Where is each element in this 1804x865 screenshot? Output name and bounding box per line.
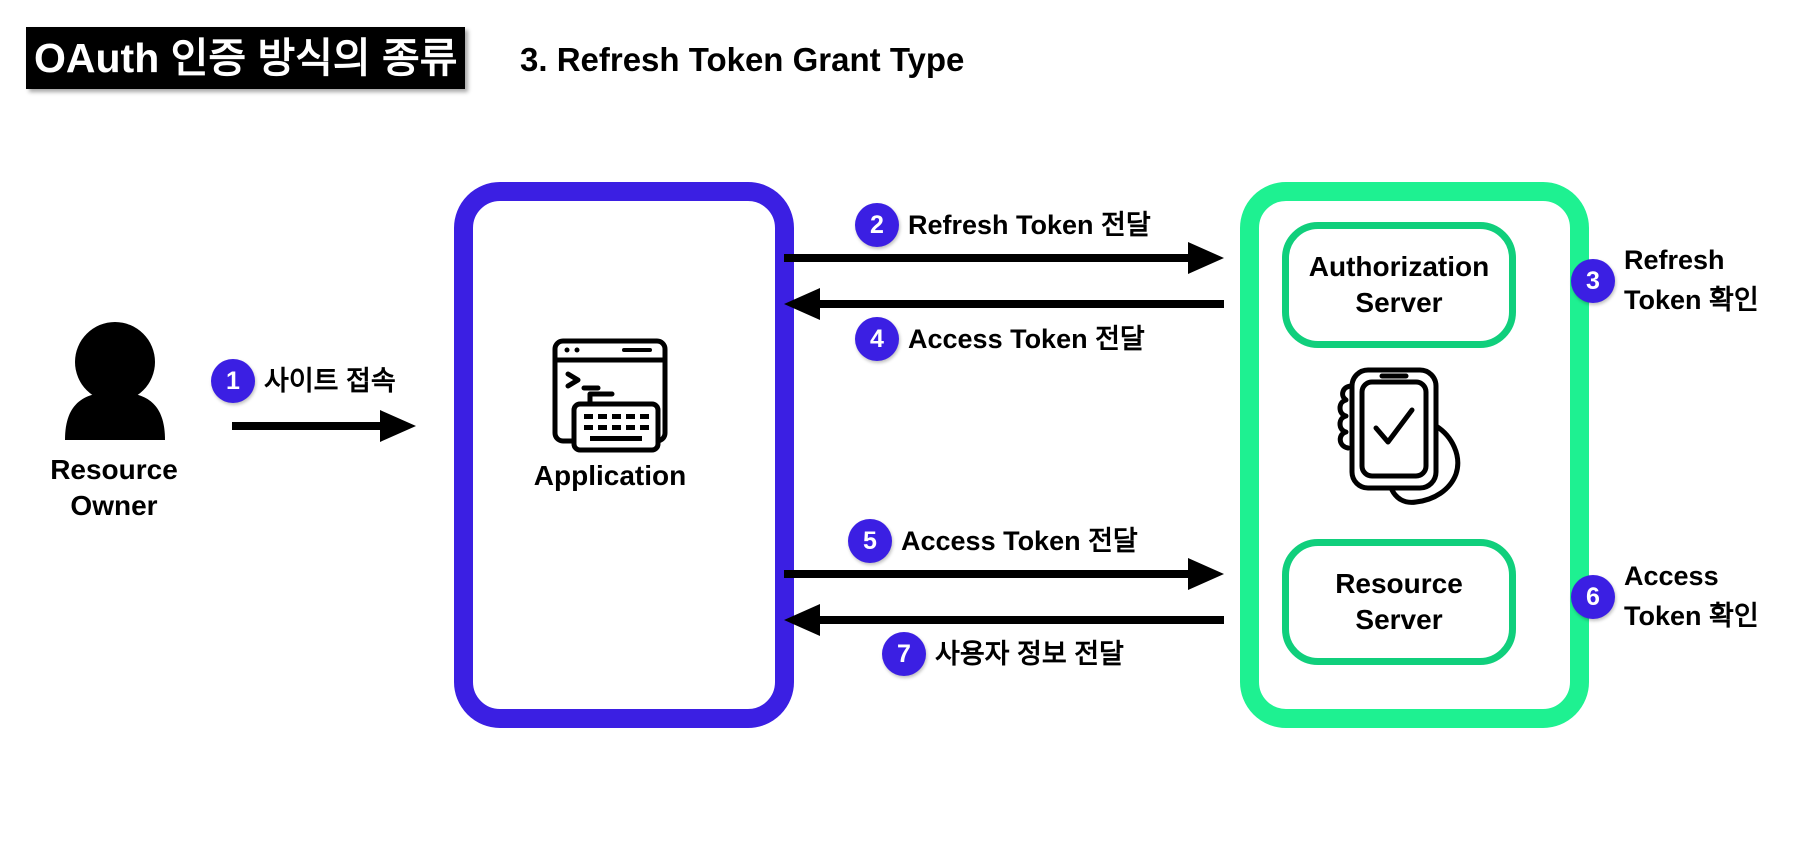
- resource-owner-label-line2: Owner: [70, 490, 158, 521]
- step-3-label-line2: Token 확인: [1624, 285, 1759, 315]
- step-3-label-line1: Refresh: [1624, 245, 1725, 275]
- arrow-right-icon: [784, 558, 1224, 590]
- step-3-label: Refresh Token 확인: [1624, 240, 1759, 320]
- resource-server-box: Resource Server: [1282, 539, 1516, 665]
- step-2-badge: 2: [855, 203, 899, 247]
- application-label: Application: [533, 460, 687, 491]
- resource-owner-label-line1: Resource: [50, 454, 178, 485]
- arrow-right-icon: [232, 410, 416, 442]
- step-1-label: 사이트 접속: [264, 366, 396, 396]
- authorization-server-label-line1: Authorization: [1308, 251, 1490, 282]
- arrow-left-icon: [784, 604, 1224, 636]
- step-5-badge: 5: [848, 519, 892, 563]
- resource-owner-label: Resource Owner: [24, 452, 204, 524]
- resource-server-label-line2: Server: [1355, 604, 1443, 635]
- step-6-label-line2: Token 확인: [1624, 601, 1759, 631]
- application-box: [454, 182, 794, 728]
- phone-check-icon: [1337, 367, 1461, 505]
- arrow-right-icon: [784, 242, 1224, 274]
- arrow-left-icon: [784, 288, 1224, 320]
- page-subtitle: 3. Refresh Token Grant Type: [520, 41, 965, 78]
- step-4-label: Access Token 전달: [908, 324, 1145, 354]
- authorization-server-box: Authorization Server: [1282, 222, 1516, 348]
- authorization-server-label-line2: Server: [1355, 287, 1443, 318]
- step-1-badge: 1: [211, 359, 255, 403]
- step-2-label: Refresh Token 전달: [908, 210, 1151, 240]
- terminal-keyboard-icon: [552, 338, 668, 453]
- page-title: OAuth 인증 방식의 종류: [26, 27, 466, 89]
- step-3-badge: 3: [1571, 259, 1615, 303]
- user-icon: [65, 322, 165, 440]
- step-6-label: Access Token 확인: [1624, 556, 1759, 636]
- step-6-label-line1: Access: [1624, 561, 1719, 591]
- step-7-badge: 7: [882, 632, 926, 676]
- resource-server-label-line1: Resource: [1335, 568, 1463, 599]
- step-7-label: 사용자 정보 전달: [935, 639, 1124, 669]
- step-6-badge: 6: [1571, 575, 1615, 619]
- step-5-label: Access Token 전달: [901, 526, 1138, 556]
- step-4-badge: 4: [855, 317, 899, 361]
